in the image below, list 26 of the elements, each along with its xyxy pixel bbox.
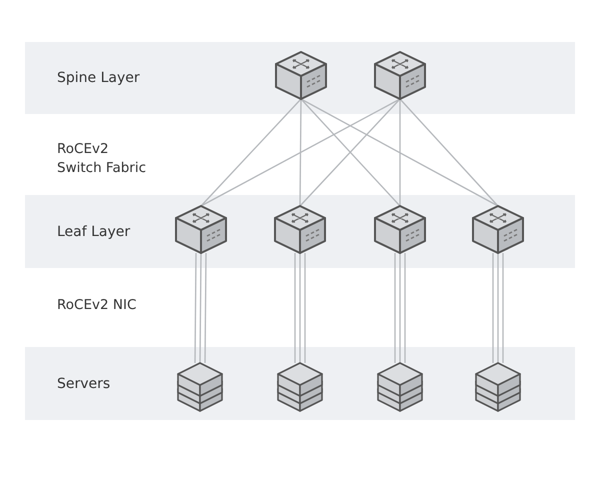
connection-line xyxy=(394,253,396,363)
layer-note: RoCEv2 Switch Fabric xyxy=(57,140,148,178)
connection-line xyxy=(497,253,499,363)
layer-label: Leaf Layer xyxy=(57,224,130,240)
connection-line xyxy=(194,253,197,363)
connection-line xyxy=(400,98,498,206)
layer-band xyxy=(25,42,575,114)
layer-label: Spine Layer xyxy=(57,70,140,86)
connection-line xyxy=(294,253,296,363)
connection-line xyxy=(492,253,494,363)
connection-line xyxy=(304,253,306,363)
connection-line xyxy=(299,99,302,206)
layer-band xyxy=(25,347,575,420)
connection-line xyxy=(404,253,406,363)
layer-label: Servers xyxy=(57,376,110,392)
connection-line xyxy=(300,98,498,207)
connection-line xyxy=(204,253,207,363)
connection-line xyxy=(299,253,301,363)
layer-band xyxy=(25,195,575,268)
connection-line xyxy=(502,253,504,363)
connection-line xyxy=(200,98,400,207)
connection-line xyxy=(200,98,302,206)
connection-line xyxy=(399,99,401,206)
connection-line xyxy=(199,253,202,363)
layer-note: RoCEv2 NIC xyxy=(57,296,138,315)
connection-line xyxy=(399,253,401,363)
